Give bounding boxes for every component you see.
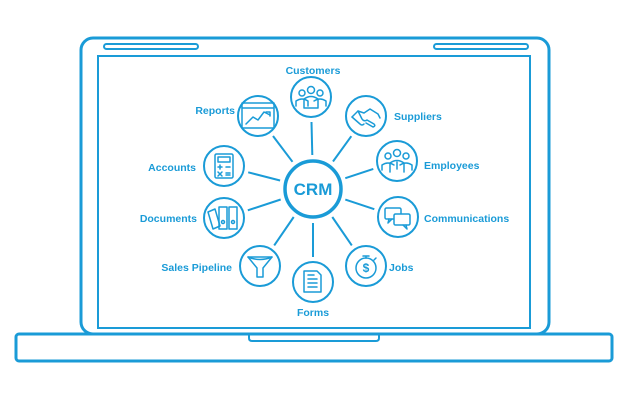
form-document-icon	[303, 270, 322, 293]
handshake-icon	[351, 108, 381, 128]
dollar-stopwatch-icon: $	[355, 255, 377, 279]
binders-icon	[207, 206, 238, 230]
jobs-spoke	[331, 216, 353, 246]
communications-label: Communications	[424, 213, 509, 225]
suppliers-label: Suppliers	[394, 111, 442, 123]
sales-pipeline-spoke	[273, 216, 295, 246]
reports-node-circle	[237, 95, 279, 137]
jobs-label: Jobs	[389, 262, 414, 274]
customers-spoke	[310, 121, 314, 156]
laptop-screen	[97, 55, 531, 329]
laptop-trackpad-notch	[248, 335, 380, 342]
calculator-icon	[214, 153, 234, 179]
customers-icon	[295, 85, 327, 109]
crm-center-label: CRM	[294, 180, 333, 199]
svg-text:$: $	[363, 261, 370, 275]
sales-pipeline-label: Sales Pipeline	[161, 262, 232, 274]
reports-spoke	[272, 135, 294, 163]
documents-label: Documents	[140, 213, 197, 225]
crm-center-circle	[283, 159, 343, 219]
spokes	[247, 121, 375, 257]
jobs-node-circle	[345, 245, 387, 287]
sales-pipeline-node-circle	[239, 245, 281, 287]
crm-center-node: CRM	[283, 159, 343, 219]
employees-spoke	[344, 167, 374, 180]
suppliers-node-circle	[345, 95, 387, 137]
accounts-node-circle	[203, 145, 245, 187]
documents-spoke	[247, 198, 282, 212]
laptop-camera-bar-left	[103, 43, 199, 50]
suppliers-spoke	[332, 135, 353, 163]
accounts-spoke	[247, 171, 281, 182]
chart-report-icon	[241, 102, 275, 129]
funnel-icon	[247, 256, 273, 278]
customers-label: Customers	[286, 65, 341, 77]
reports-label: Reports	[195, 105, 235, 117]
forms-label: Forms	[297, 307, 329, 319]
laptop-base	[14, 332, 614, 363]
communications-spoke	[344, 198, 375, 211]
accounts-label: Accounts	[148, 162, 196, 174]
employees-label: Employees	[424, 160, 480, 172]
chat-bubbles-icon	[384, 207, 411, 230]
forms-node-circle	[292, 261, 334, 303]
laptop-camera-bar-right	[433, 43, 529, 50]
employees-icon	[381, 148, 413, 173]
